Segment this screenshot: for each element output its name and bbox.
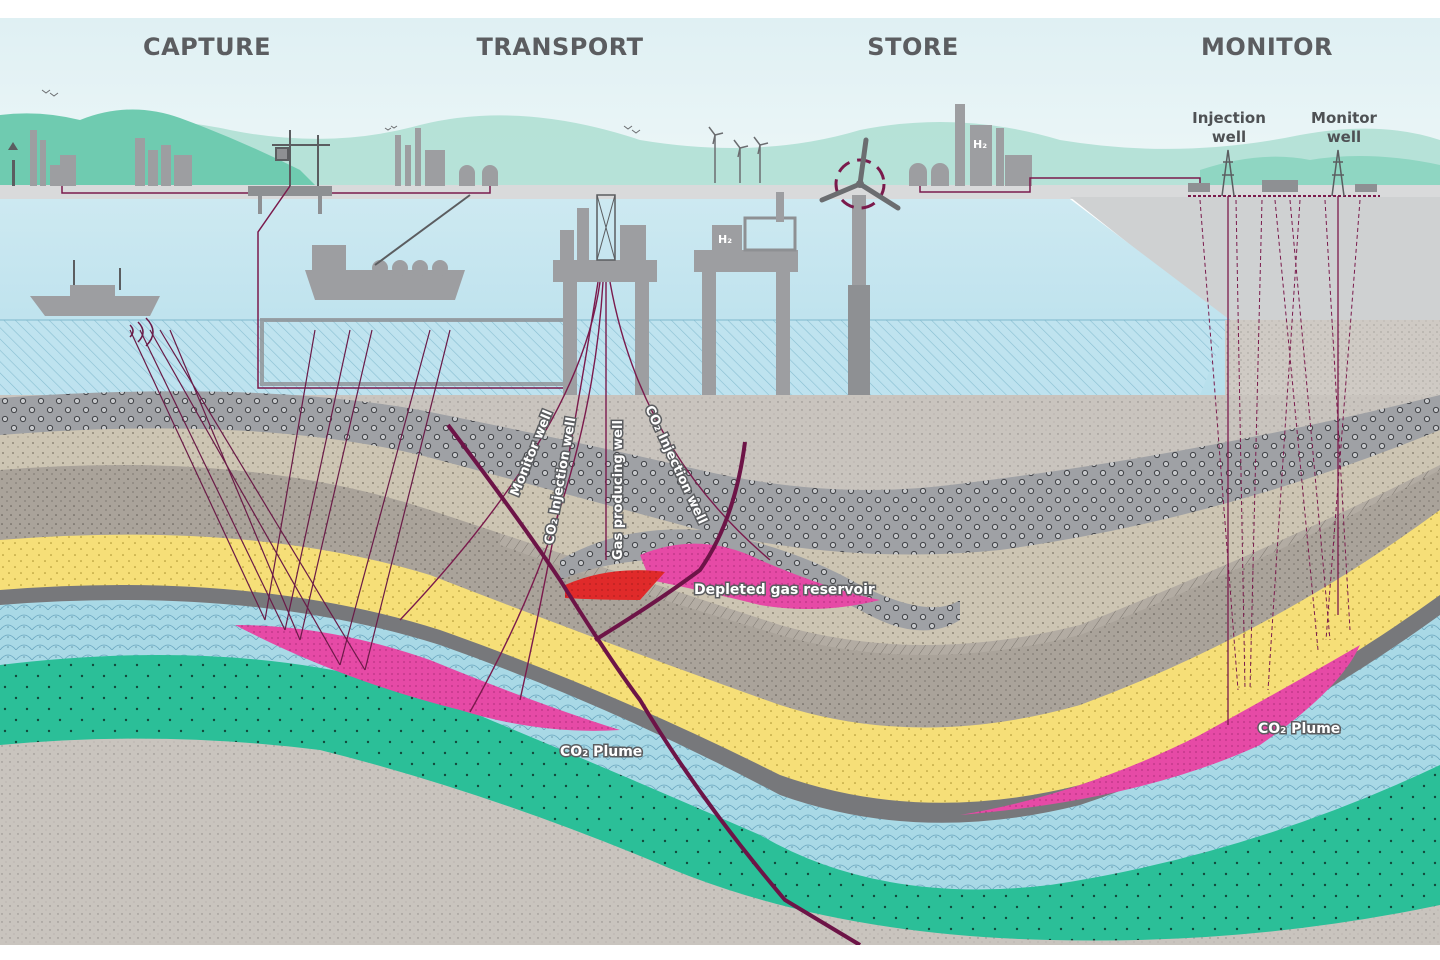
injection-well-rig-icon [1221,149,1235,197]
seismic-waves-icon [129,317,154,347]
offshore-wells [399,281,771,713]
monitor-well-label-line-1: Monitor [1311,109,1378,127]
page-background [0,0,1440,18]
onshore-ground [1225,320,1440,400]
co2-plume-left-label: CO₂ Plume [560,744,642,760]
onshore-monitoring-paths [1199,199,1361,691]
seismic-ray-paths [129,329,451,671]
monitor-well-rig-icon [1331,149,1345,197]
onshore-wells [1227,196,1339,725]
pier-leg [258,196,262,214]
layer-caprock-rings [0,391,1440,555]
hills-right [1200,156,1440,190]
bottom-border [0,945,1440,960]
hills-front [0,109,320,190]
port-pier [248,186,332,196]
gas-producing-well-label: Gas producing well [611,420,626,560]
birds-icon [41,89,641,134]
co2-plume-right [960,645,1360,815]
loading-line [374,194,471,266]
layer-brown [0,460,1440,728]
capture-plant-icon [8,130,192,186]
fault-main [446,423,862,947]
stage-title-store: STORE [867,33,958,61]
survey-ship-icon [30,260,160,316]
depleted-gas-reservoir-pink [640,543,880,609]
layer-green [0,650,1440,941]
co2-plume-left [235,625,620,731]
monitoring-site [1188,180,1380,197]
hydrogen-platform-icon [694,192,798,395]
hydrogen-platform-label: H₂ [718,233,732,246]
hydrogen-plant-label: H₂ [973,138,987,151]
depleted-gas-reservoir-red [565,570,665,600]
port-crane-icon [272,130,330,186]
pier-leg [318,196,322,214]
stage-title-transport: TRANSPORT [476,33,643,61]
coast-land [0,185,1440,199]
monitor-well-label-line-2: well [1327,128,1361,146]
refinery-icon [395,128,498,186]
offshore-wind-turbine-icon [819,137,901,395]
onshore-pipeline [919,177,1201,193]
seabed-hatch [0,320,1230,395]
depleted-gas-reservoir-label: Depleted gas reservoir [694,582,875,598]
stage-title-monitor: MONITOR [1201,33,1333,61]
injection-well-label-line-2: well [1212,128,1246,146]
stage-title-capture: CAPTURE [143,33,271,61]
layer-yellow [0,505,1440,803]
injection-well-label-line-1: Injection [1192,109,1266,127]
fault-branch [593,441,747,642]
monitor-land [1070,197,1440,320]
hydrogen-plant-icon [909,104,1032,186]
hills-back [0,115,1440,190]
storage-platform-icon [553,194,657,395]
co2-plume-right-label: CO₂ Plume [1258,721,1340,737]
onshore-wind-turbines-icon [708,126,769,183]
